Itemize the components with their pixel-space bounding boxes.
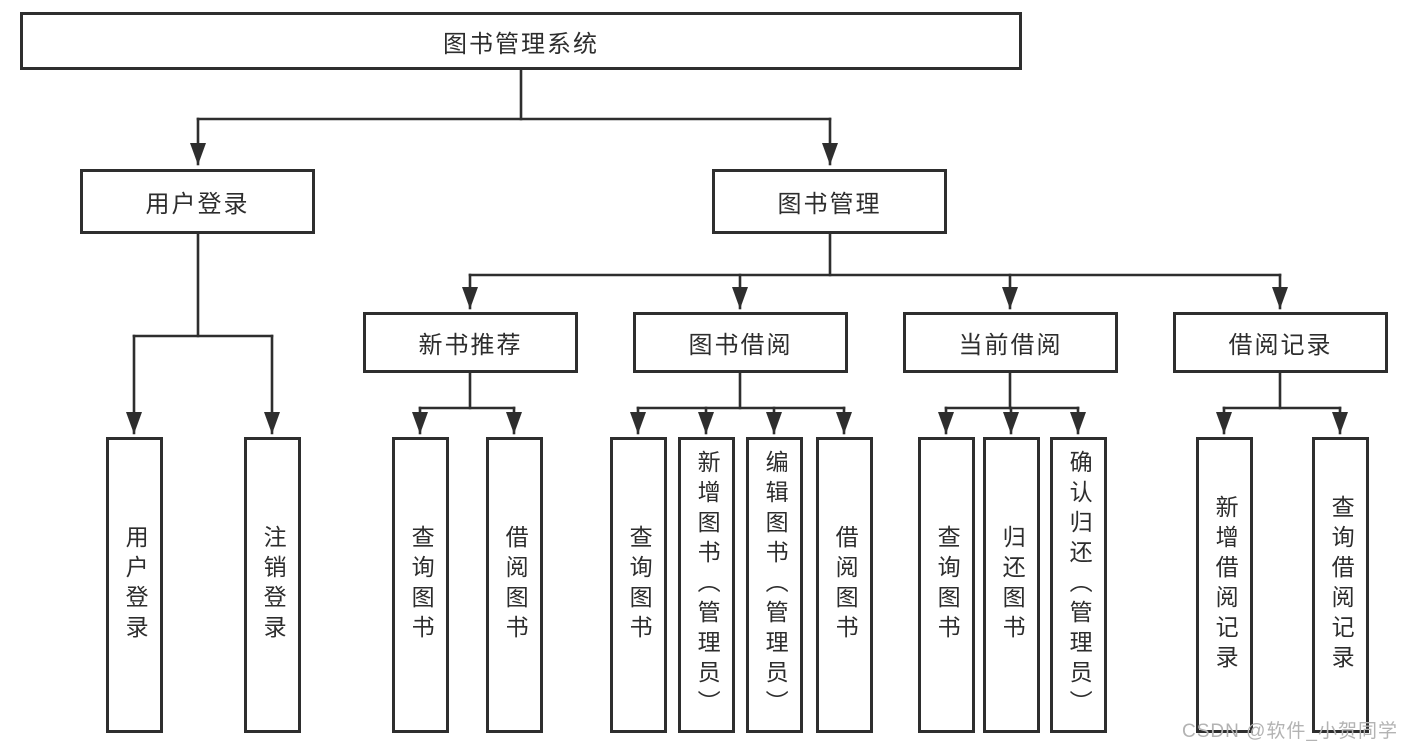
node-label: 借阅记录 <box>1228 332 1333 359</box>
leaf-label: 用户登录 <box>122 525 149 645</box>
node-book-borrowing: 图书借阅 <box>633 312 848 373</box>
leaf-recommend-borrow-books: 借阅图书 <box>486 437 543 733</box>
leaf-label: 注销登录 <box>260 525 287 645</box>
node-label: 新书推荐 <box>418 332 523 359</box>
leaf-label: 查询借阅记录 <box>1328 495 1355 675</box>
node-label: 当前借阅 <box>958 332 1063 359</box>
leaf-borrowing-query-books: 查询图书 <box>610 437 667 733</box>
node-current-borrowing: 当前借阅 <box>903 312 1118 373</box>
leaf-current-query-books: 查询图书 <box>918 437 975 733</box>
leaf-label: 借阅图书 <box>502 525 529 645</box>
node-borrowing-records: 借阅记录 <box>1173 312 1388 373</box>
leaf-recommend-query-books: 查询图书 <box>392 437 449 733</box>
leaf-user-login: 用户登录 <box>106 437 163 733</box>
leaf-records-add-borrow-record: 新增借阅记录 <box>1196 437 1253 733</box>
leaf-records-query-borrow-record: 查询借阅记录 <box>1312 437 1369 733</box>
leaf-logout: 注销登录 <box>244 437 301 733</box>
leaf-borrowing-edit-books-admin: 编辑图书（管理员） <box>746 437 803 733</box>
node-label: 图书管理 <box>777 191 882 218</box>
leaf-label: 确认归还（管理员） <box>1066 450 1093 720</box>
node-user-login: 用户登录 <box>80 169 315 234</box>
leaf-label: 查询图书 <box>408 525 435 645</box>
node-new-book-recommendation: 新书推荐 <box>363 312 578 373</box>
node-label: 用户登录 <box>145 191 250 218</box>
leaf-label: 新增图书（管理员） <box>694 450 721 720</box>
leaf-label: 新增借阅记录 <box>1212 495 1239 675</box>
node-book-management: 图书管理 <box>712 169 947 234</box>
leaf-current-confirm-return-admin: 确认归还（管理员） <box>1050 437 1107 733</box>
leaf-label: 借阅图书 <box>832 525 859 645</box>
leaf-label: 归还图书 <box>999 525 1026 645</box>
csdn-watermark: CSDN @软件_小贺同学 <box>1182 721 1398 742</box>
leaf-label: 查询图书 <box>626 525 653 645</box>
leaf-label: 编辑图书（管理员） <box>762 450 789 720</box>
node-label: 图书管理系统 <box>443 30 599 58</box>
node-library-management-system: 图书管理系统 <box>20 12 1022 70</box>
leaf-borrowing-add-books-admin: 新增图书（管理员） <box>678 437 735 733</box>
leaf-label: 查询图书 <box>934 525 961 645</box>
leaf-current-return-books: 归还图书 <box>983 437 1040 733</box>
node-label: 图书借阅 <box>688 332 793 359</box>
leaf-borrowing-borrow-books: 借阅图书 <box>816 437 873 733</box>
